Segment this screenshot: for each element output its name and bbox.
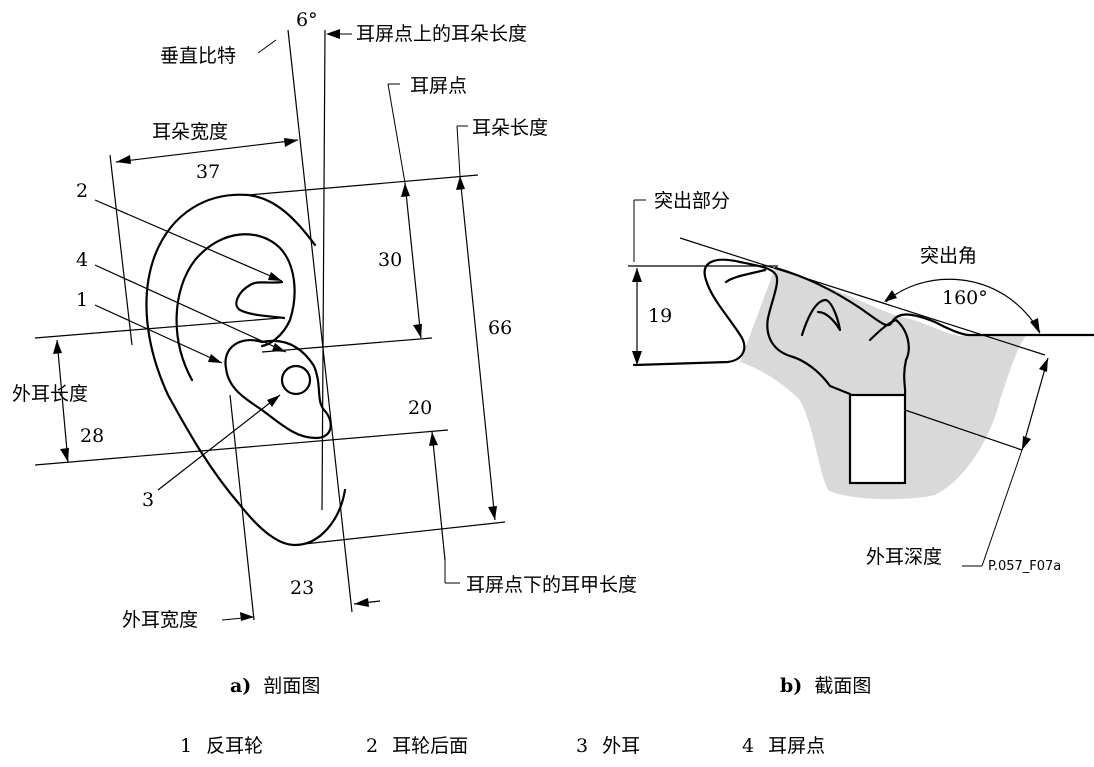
below-tragus-label: 耳屏点下的耳甲长度 xyxy=(466,574,637,596)
angle-160-value: 160° xyxy=(942,287,988,309)
tragus-point-label: 耳屏点 xyxy=(410,75,467,97)
angle-label: 6° xyxy=(296,9,318,31)
concha-width-label: 外耳宽度 xyxy=(122,609,198,631)
callout-1: 1 xyxy=(76,289,88,311)
panel-b-dimension-lines xyxy=(628,199,1049,567)
panel-a-dimension-lines xyxy=(34,29,506,621)
ear-length-at-tragus-label: 耳屏点上的耳朵长度 xyxy=(356,23,527,45)
below-tragus-value: 20 xyxy=(408,397,432,419)
callout-2: 2 xyxy=(76,180,88,202)
ear-length-value: 66 xyxy=(488,317,512,339)
caption-b: b) 截面图 xyxy=(780,675,871,697)
callout-3: 3 xyxy=(142,489,154,511)
vertical-bit-label: 垂直比特 xyxy=(160,45,236,67)
concha-length-value: 28 xyxy=(80,425,104,447)
panel-a-labels: 6° 垂直比特 耳屏点上的耳朵长度 耳屏点 耳朵长度 耳朵宽度 37 30 66… xyxy=(12,9,637,697)
callout-4: 4 xyxy=(76,249,88,271)
ear-profile-drawing xyxy=(145,193,347,547)
figure-code: P.057_F07a xyxy=(988,559,1061,574)
concha-width-value: 23 xyxy=(290,577,314,599)
protrusion-label: 突出部分 xyxy=(654,190,730,212)
ear-width-label: 耳朵宽度 xyxy=(152,121,228,143)
concha-depth-label: 外耳深度 xyxy=(866,546,942,568)
protrusion-angle-label: 突出角 xyxy=(920,245,977,267)
caption-a: a) 剖面图 xyxy=(230,675,320,697)
ear-section-drawing xyxy=(632,258,1094,500)
ear-width-value: 37 xyxy=(196,161,220,183)
concha-length-label: 外耳长度 xyxy=(12,383,88,405)
tragus-height-value: 30 xyxy=(378,249,402,271)
ear-length-label: 耳朵长度 xyxy=(472,117,548,139)
value-19: 19 xyxy=(648,305,672,327)
panel-b-labels: 突出部分 突出角 160° 19 外耳深度 P.057_F07a b) 截面图 xyxy=(648,190,1061,697)
